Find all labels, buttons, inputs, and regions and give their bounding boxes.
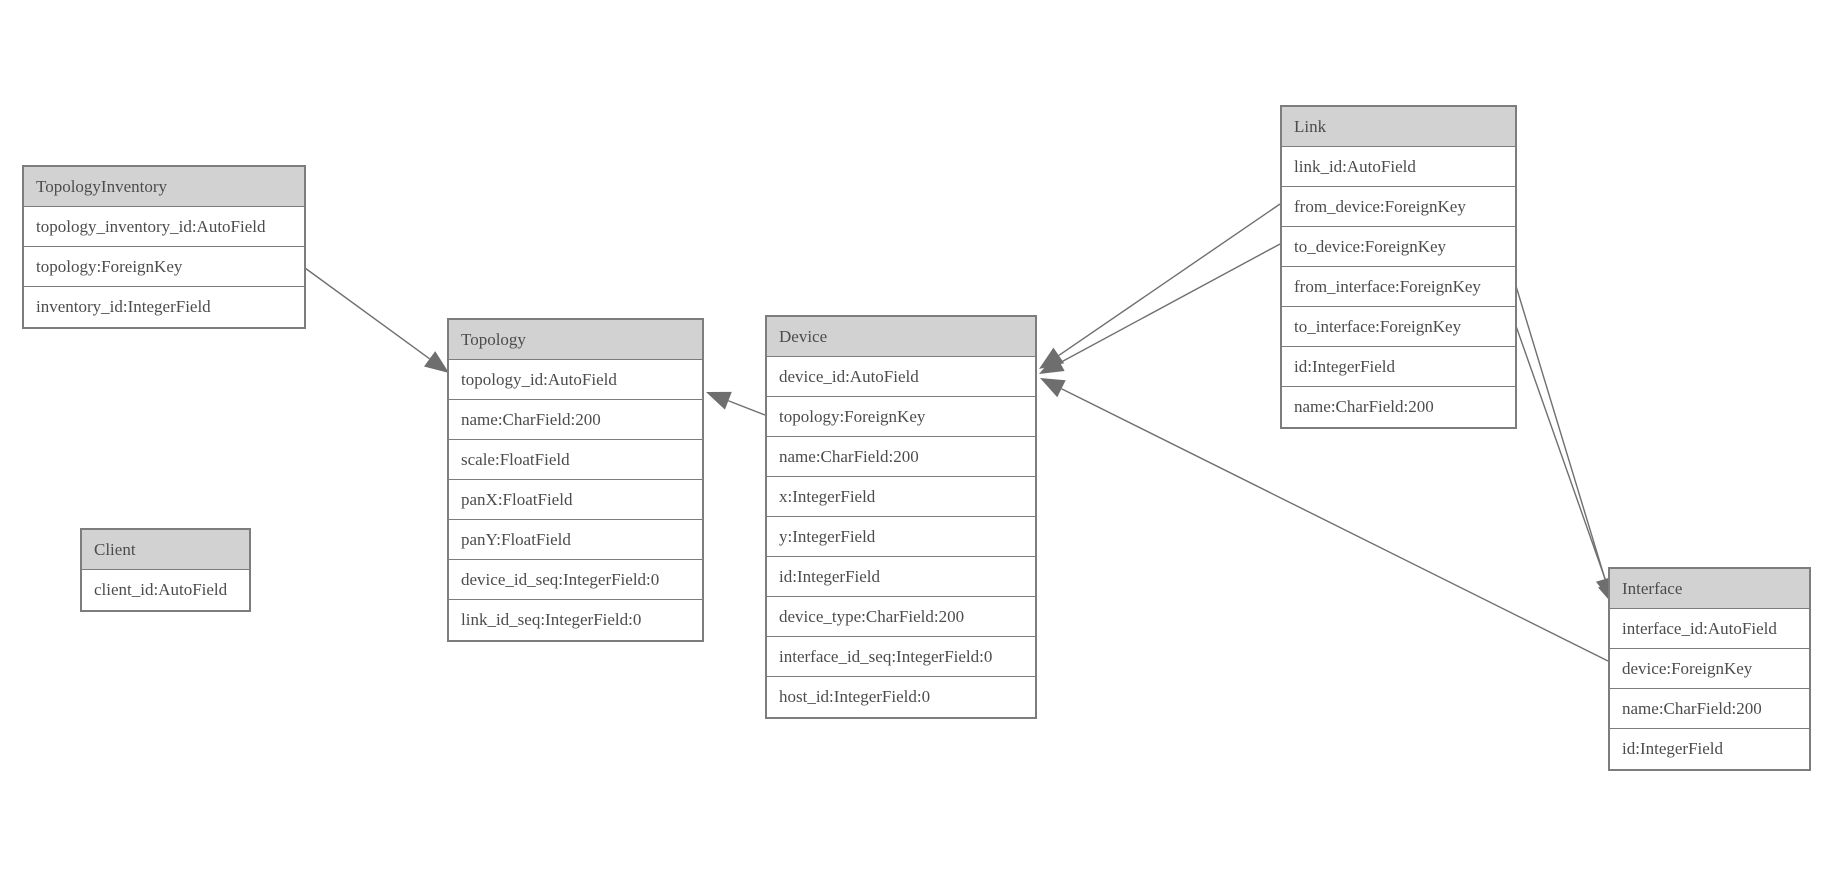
entity-field-row: id:IntegerField [767,557,1035,597]
entity-field-row: device:ForeignKey [1610,649,1809,689]
entity-field-row: x:IntegerField [767,477,1035,517]
entity-field-row: topology_id:AutoField [449,360,702,400]
entity-field-row: device_type:CharField:200 [767,597,1035,637]
entity-field-row: topology_inventory_id:AutoField [24,207,304,247]
entity-field-row: device_id_seq:IntegerField:0 [449,560,702,600]
arrowhead-icon-interface-device-to-device [1040,378,1066,398]
edge-link-to-device-to-device [1059,243,1281,364]
entity-field-row: topology:ForeignKey [24,247,304,287]
entity-field-row: from_device:ForeignKey [1282,187,1515,227]
entity-field-row: inventory_id:IntegerField [24,287,304,327]
entity-field-row: id:IntegerField [1610,729,1809,769]
entity-field-row: y:IntegerField [767,517,1035,557]
arrowhead-icon-topologyinventory-topology-to-topology [424,351,449,373]
entity-title-link: Link [1282,107,1515,147]
entity-field-row: name:CharField:200 [1610,689,1809,729]
entity-title-interface: Interface [1610,569,1809,609]
entity-field-row: name:CharField:200 [449,400,702,440]
entity-field-row: interface_id:AutoField [1610,609,1809,649]
entity-field-row: name:CharField:200 [767,437,1035,477]
entity-field-row: name:CharField:200 [1282,387,1515,427]
entity-title-device: Device [767,317,1035,357]
edge-device-topology-to-topology [728,400,766,416]
edge-link-from-device-to-device [1058,203,1281,357]
entity-field-row: device_id:AutoField [767,357,1035,397]
entity-field-row: topology:ForeignKey [767,397,1035,437]
entity-field-row: link_id:AutoField [1282,147,1515,187]
entity-title-topology-inventory: TopologyInventory [24,167,304,207]
entity-field-row: client_id:AutoField [82,570,249,610]
entity-field-row: to_device:ForeignKey [1282,227,1515,267]
entity-field-row: panX:FloatField [449,480,702,520]
entity-title-client: Client [82,530,249,570]
edge-topologyinventory-topology-to-topology [304,267,431,360]
entity-field-row: interface_id_seq:IntegerField:0 [767,637,1035,677]
edge-interface-device-to-device [1061,388,1609,662]
edge-link-from-interface-to-interface [1515,285,1606,580]
entity-field-row: id:IntegerField [1282,347,1515,387]
entity-field-row: panY:FloatField [449,520,702,560]
entity-field-row: to_interface:ForeignKey [1282,307,1515,347]
arrowhead-icon-link-to-device-to-device [1039,354,1065,374]
entity-field-row: scale:FloatField [449,440,702,480]
edge-link-to-interface-to-interface [1515,325,1608,585]
entity-title-topology: Topology [449,320,702,360]
entity-field-row: host_id:IntegerField:0 [767,677,1035,717]
entity-field-row: from_interface:ForeignKey [1282,267,1515,307]
arrowhead-icon-device-topology-to-topology [706,391,732,410]
entity-field-row: link_id_seq:IntegerField:0 [449,600,702,640]
